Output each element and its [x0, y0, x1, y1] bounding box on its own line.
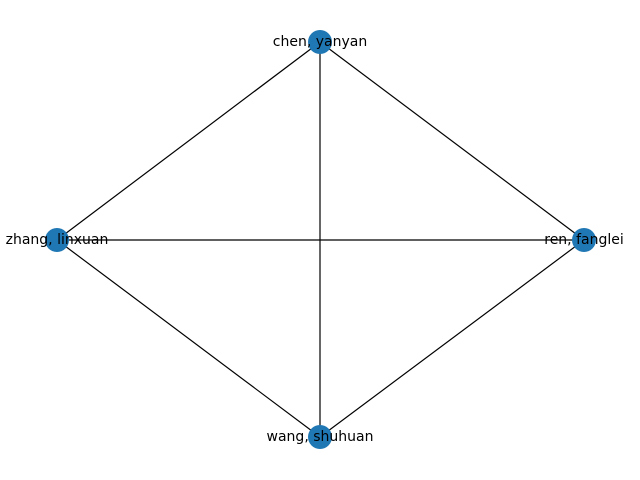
- node-wang: [308, 425, 332, 449]
- node-label-ren: ren, fanglei: [544, 232, 624, 248]
- node-zhang: [45, 228, 69, 252]
- edge-chen-zhang: [56, 41, 321, 241]
- node-layer: [45, 30, 596, 449]
- node-ren: [572, 228, 596, 252]
- node-chen: [308, 30, 332, 54]
- label-layer: chen, yanyan zhang, linxuan ren, fanglei wa…: [6, 34, 624, 445]
- node-label-zhang: zhang, linxuan: [6, 232, 109, 248]
- edge-ren-wang: [319, 239, 585, 438]
- edge-chen-ren: [319, 41, 585, 241]
- node-label-chen: chen, yanyan: [273, 34, 367, 50]
- node-label-wang: wang, shuhuan: [267, 429, 374, 445]
- edge-zhang-wang: [56, 239, 321, 438]
- edge-layer: [56, 41, 585, 438]
